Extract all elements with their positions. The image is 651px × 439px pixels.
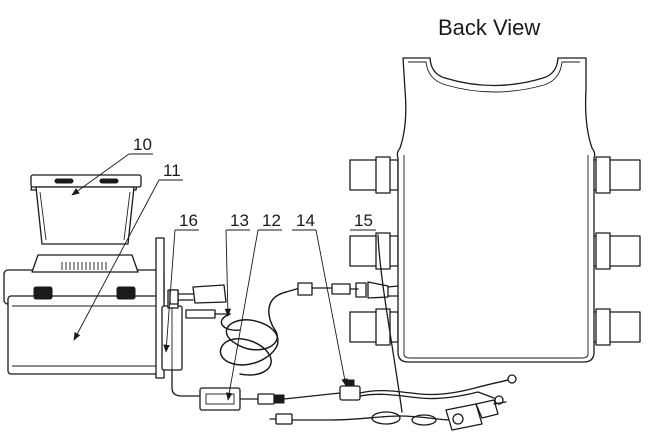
view-title: Back View xyxy=(438,15,540,40)
callout-13: 13 xyxy=(224,211,250,317)
barrel-plug xyxy=(269,413,293,425)
vest-strap-right-middle xyxy=(587,232,641,270)
vest-strap-right-top xyxy=(587,156,641,194)
ring-terminal-2 xyxy=(499,374,517,384)
power-cable-assembly xyxy=(171,234,517,431)
callout-11: 11 xyxy=(73,161,183,341)
vest-strap-left-top xyxy=(349,156,399,194)
vest-hose-connector xyxy=(355,281,399,299)
svg-text:14: 14 xyxy=(296,211,315,230)
vest-inner-edge xyxy=(408,61,580,93)
cooler-box-11 xyxy=(3,254,165,375)
controller-box xyxy=(199,387,241,411)
callout-10: 10 xyxy=(71,135,153,196)
ice-container-10 xyxy=(30,174,142,245)
vest-strap-left-middle xyxy=(349,232,399,270)
cigarette-lighter-plug xyxy=(445,399,507,431)
svg-text:15: 15 xyxy=(354,211,373,230)
vest-strap-left-bottom xyxy=(349,308,399,346)
svg-text:16: 16 xyxy=(179,211,198,230)
callout-14: 14 xyxy=(292,211,348,387)
vest-back-view xyxy=(349,57,641,363)
vest-strap-right-bottom xyxy=(587,308,641,346)
ring-terminal-1 xyxy=(477,391,504,405)
cooler-vent-grille xyxy=(61,262,107,270)
svg-text:11: 11 xyxy=(163,161,181,180)
callout-12: 12 xyxy=(226,211,282,401)
inline-connector xyxy=(257,392,341,405)
svg-text:12: 12 xyxy=(262,211,281,230)
callout-15: 15 xyxy=(350,211,376,231)
svg-text:13: 13 xyxy=(230,211,249,230)
cable-loop xyxy=(371,411,437,426)
svg-text:10: 10 xyxy=(133,135,152,154)
vest-body xyxy=(396,57,596,363)
coiled-hose-12 xyxy=(219,282,359,376)
callout-16: 16 xyxy=(163,211,199,353)
fuse-holder xyxy=(339,379,361,401)
